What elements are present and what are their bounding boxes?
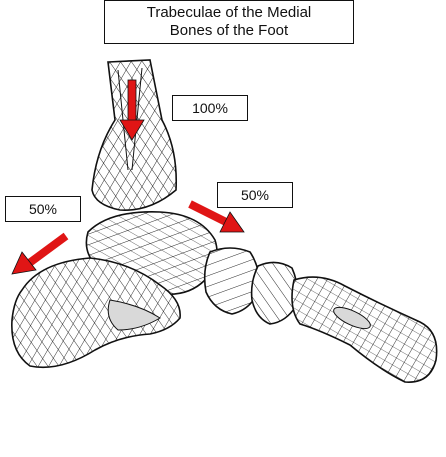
- label-tibia-percent: 100%: [172, 95, 248, 121]
- arrow-heel: [11, 232, 69, 275]
- label-heel-percent: 50%: [5, 196, 81, 222]
- navicular-bone: [203, 247, 260, 315]
- label-forefoot-percent: 50%: [217, 182, 293, 208]
- arrow-forefoot: [188, 200, 245, 233]
- calcaneus-bone: [11, 257, 181, 369]
- first-metatarsal-bone: [291, 276, 438, 383]
- title-line-2: Bones of the Foot: [169, 22, 289, 39]
- arrow-tibia-down: [119, 79, 145, 141]
- cuneiform-bone: [250, 261, 299, 325]
- title-line-1: Trabeculae of the Medial: [146, 4, 312, 21]
- diagram-title: Trabeculae of the Medial Bones of the Fo…: [104, 0, 354, 44]
